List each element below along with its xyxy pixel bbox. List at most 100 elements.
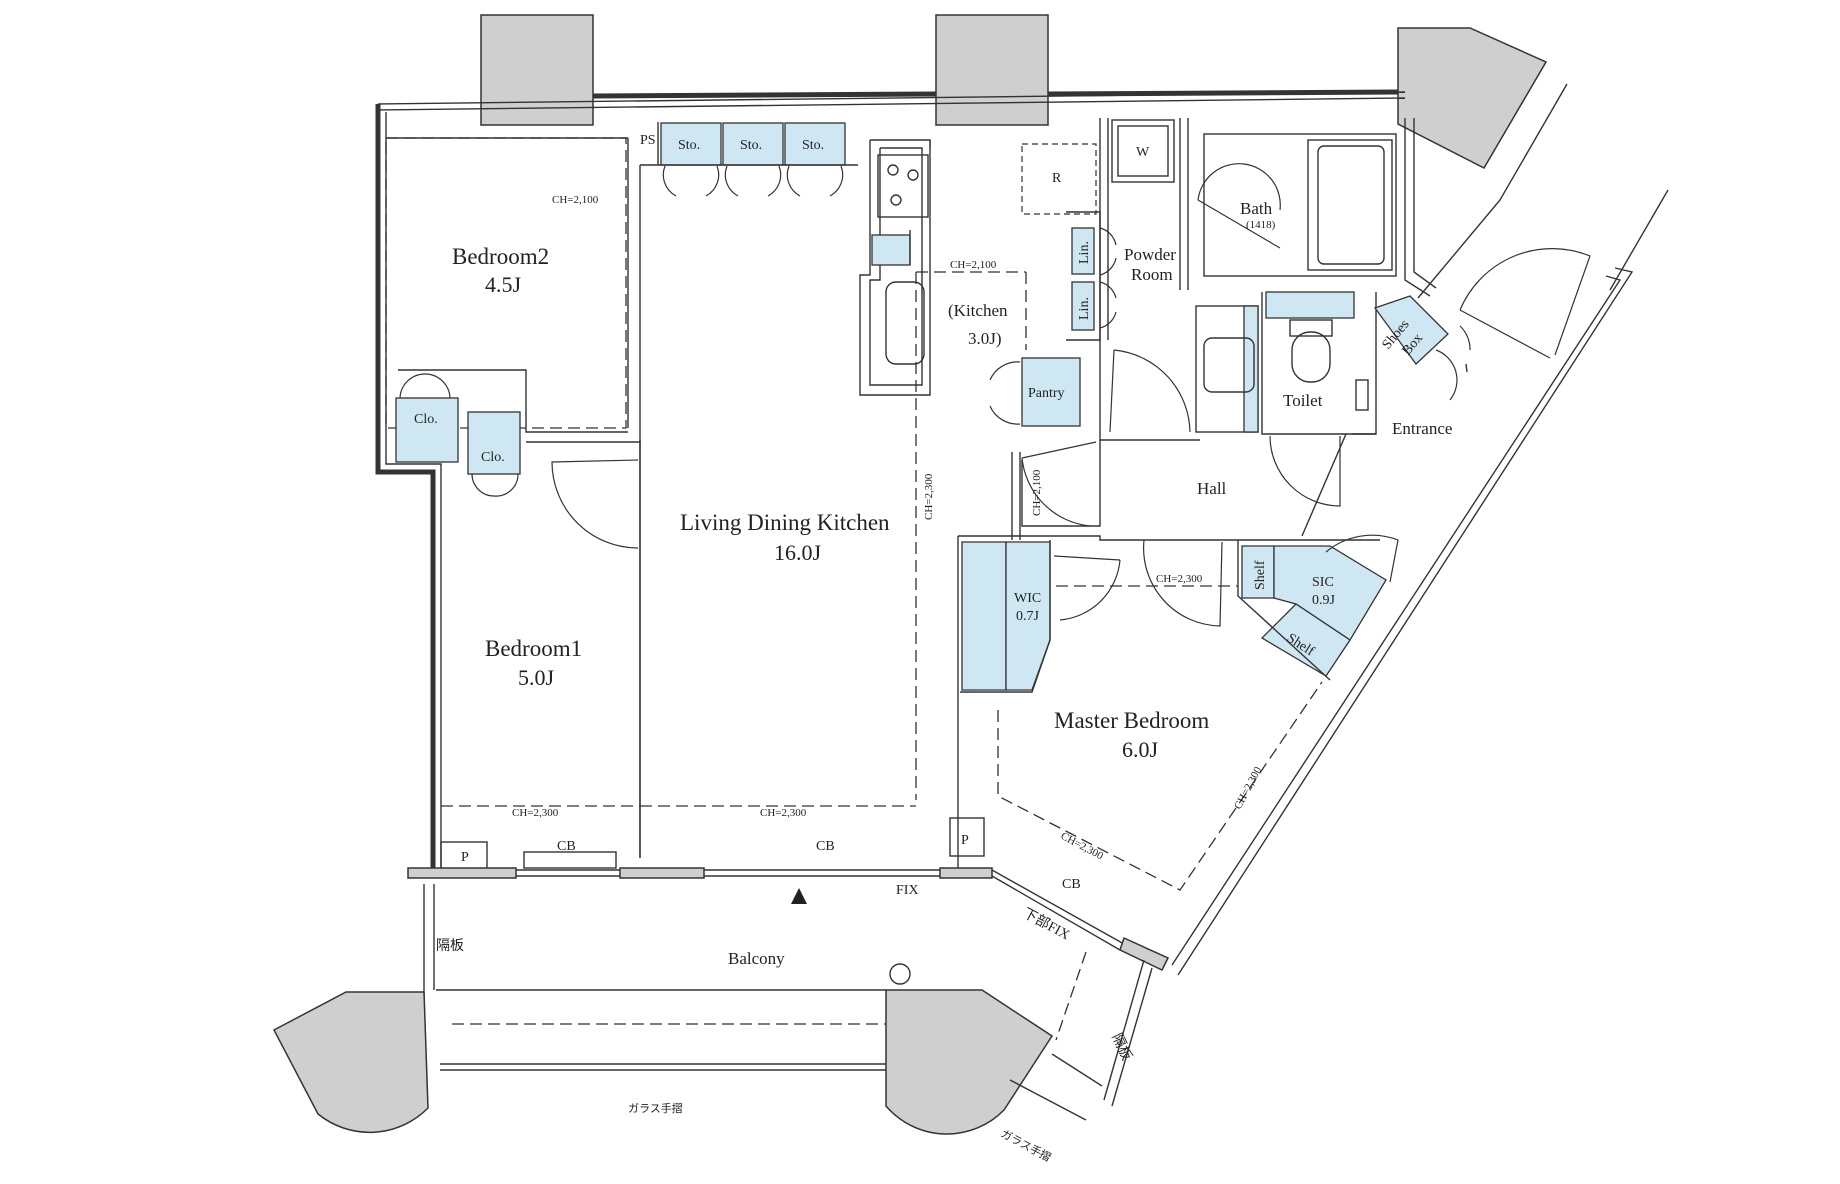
- exterior-wall-diagonal-outer: [1177, 267, 1634, 976]
- pipe-space-bedroom1-label: P: [461, 850, 469, 865]
- master-wall-top: [958, 535, 1380, 541]
- storage-1: [660, 122, 722, 166]
- closet-bedroom1-label: Clo.: [481, 450, 505, 465]
- ldk-area: 16.0J: [774, 540, 822, 565]
- column-bottom-middle: [885, 989, 1054, 1135]
- ldk-cb-label: CB: [816, 839, 835, 854]
- wall-notch: [1465, 363, 1468, 373]
- wall-segment-1: [407, 867, 517, 879]
- column-top-left: [480, 14, 594, 126]
- master-door: [1142, 539, 1223, 627]
- bedroom2-ch-label: CH=2,100: [552, 194, 599, 206]
- toilet-storage: [1265, 291, 1355, 319]
- bedroom2-name: Bedroom2: [452, 244, 549, 269]
- wall-right-upper2: [1413, 118, 1437, 289]
- bathtub: [1307, 139, 1393, 271]
- closet-bedroom2: [395, 397, 459, 463]
- storage-doors: [662, 165, 844, 197]
- burner-1: [887, 164, 899, 176]
- pipe-space-master-label: P: [961, 833, 969, 848]
- kitchen-storage: [871, 234, 911, 266]
- entrance-door: [1459, 248, 1591, 359]
- bedroom1-door: [551, 459, 639, 549]
- exterior-wall-top: [375, 104, 436, 874]
- balcony-right-edge2: [1111, 967, 1153, 1107]
- glass-rail-label-right: ガラス手摺: [999, 1126, 1054, 1164]
- cooktop: [877, 154, 929, 218]
- pipe-space-master: [949, 817, 985, 857]
- toilet-wall: [1261, 292, 1377, 435]
- kitchen-name: (Kitchen: [948, 301, 1008, 320]
- powder-name-line2: Room: [1131, 265, 1173, 284]
- washer-label: W: [1136, 145, 1150, 160]
- balcony-right-rails: [1009, 1079, 1087, 1121]
- sic-shelf-left-label: Shelf: [1253, 560, 1268, 590]
- hall-name: Hall: [1197, 479, 1227, 498]
- ps-label: PS: [640, 133, 656, 148]
- ldk-ch-label-bottom: CH=2,300: [760, 807, 807, 819]
- wic-wall: [960, 540, 1051, 693]
- wall-top-line2: [377, 97, 1406, 111]
- master-cb-label: CB: [1062, 877, 1081, 892]
- entry-marker: [791, 888, 807, 904]
- wall-segment-3: [939, 867, 993, 879]
- linen-2: [1071, 281, 1095, 331]
- bedroom2-area: 4.5J: [485, 272, 522, 297]
- toilet-bowl: [1291, 331, 1331, 383]
- burner-3: [890, 194, 902, 206]
- master-window-b: [991, 875, 1121, 951]
- closet-bedroom1: [467, 411, 521, 475]
- toilet-name: Toilet: [1283, 391, 1323, 410]
- bath-size: (1418): [1246, 219, 1276, 231]
- wall-segment-4: [1119, 936, 1170, 971]
- powder-name-line1: Powder: [1124, 245, 1176, 264]
- master-ch-label-bottom: CH=2,300: [1059, 830, 1106, 863]
- shoes-door: [1435, 325, 1471, 401]
- master-ch-label-right: CH=2,300: [1232, 765, 1265, 812]
- bathtub-inner: [1317, 145, 1385, 265]
- linen-1: [1071, 227, 1095, 275]
- bedroom1-ch-label: CH=2,300: [512, 807, 559, 819]
- vanity-storage: [1243, 305, 1259, 433]
- wall-right-upper: [1404, 118, 1431, 297]
- ldk-ch-label-right: CH=2,300: [923, 473, 935, 520]
- vanity-sink: [1203, 337, 1255, 393]
- balcony-right-dash: [1055, 951, 1087, 1041]
- exterior-line-outside2: [1609, 189, 1669, 291]
- wall-segment-2: [619, 867, 705, 879]
- toilet-door: [1269, 435, 1341, 507]
- linen-doors: [1099, 227, 1117, 329]
- burner-2: [907, 169, 919, 181]
- wic-name: WIC: [1014, 591, 1041, 606]
- wic-storage-left: [961, 541, 1007, 691]
- storage-2: [722, 122, 784, 166]
- shoes-box: [1373, 295, 1449, 365]
- powder-door: [1109, 349, 1191, 433]
- washer-inner: [1117, 125, 1169, 177]
- wic-area: 0.7J: [1016, 609, 1040, 624]
- master-ch-label-top: CH=2,300: [1156, 573, 1203, 585]
- exterior-wall-diagonal-inner: [1171, 275, 1622, 966]
- master-window: [991, 869, 1125, 945]
- closet-bedroom2-door: [399, 373, 451, 399]
- sic-door: [1325, 534, 1399, 583]
- fix-label: FIX: [896, 883, 919, 898]
- sink: [885, 281, 925, 365]
- pantry-label: Pantry: [1028, 386, 1065, 401]
- entrance-wall: [1301, 433, 1347, 537]
- hall-door: [1021, 441, 1097, 527]
- glass-rail-label-left: ガラス手摺: [628, 1101, 683, 1115]
- kitchen-ch-label: CH=2,100: [950, 259, 997, 271]
- bath-name: Bath: [1240, 199, 1273, 218]
- cb-bedroom1: [523, 851, 617, 869]
- master-name: Master Bedroom: [1054, 708, 1209, 733]
- closet-bedroom2-label: Clo.: [414, 412, 438, 427]
- refrigerator-label: R: [1052, 171, 1062, 186]
- storage-3-label: Sto.: [802, 138, 824, 153]
- wic-door: [1053, 555, 1121, 621]
- balcony-right-rail: [1051, 1053, 1103, 1087]
- bedroom1-area: 5.0J: [518, 665, 555, 690]
- column-top-right: [1397, 27, 1548, 169]
- washer: [1111, 119, 1175, 183]
